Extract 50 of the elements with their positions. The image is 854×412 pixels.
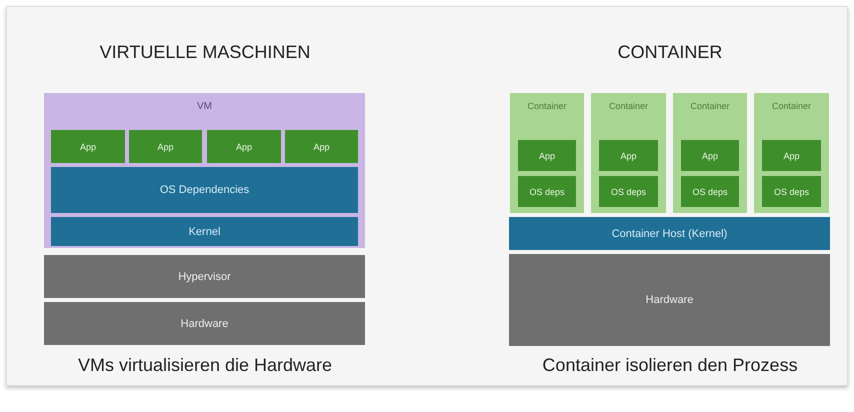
layer-label: OS deps bbox=[774, 186, 810, 196]
layer-label: App bbox=[783, 150, 800, 160]
heading: VIRTUELLE MASCHINEN bbox=[100, 42, 310, 63]
heading: CONTAINER bbox=[618, 42, 722, 63]
container-box bbox=[591, 93, 666, 213]
container-box bbox=[754, 93, 829, 213]
app-block bbox=[681, 176, 739, 207]
layer-label: App bbox=[80, 142, 96, 152]
app-block bbox=[518, 140, 576, 171]
layer-label: App bbox=[538, 150, 555, 160]
hardware-layer bbox=[44, 302, 365, 345]
os-layer bbox=[51, 217, 358, 246]
vm-layer bbox=[44, 93, 365, 248]
layer-label: Hypervisor bbox=[178, 270, 231, 282]
layer-label: App bbox=[313, 142, 330, 152]
app-block bbox=[207, 130, 281, 163]
os-layer bbox=[51, 167, 358, 213]
layer-label: App bbox=[620, 150, 636, 160]
layer-label: Container Host (Kernel) bbox=[612, 228, 728, 240]
caption: VMs virtualisieren die Hardware bbox=[78, 355, 332, 376]
hardware-layer bbox=[44, 255, 365, 298]
app-block bbox=[599, 176, 658, 207]
layer-heading: Container bbox=[689, 101, 731, 111]
app-block bbox=[762, 176, 821, 207]
layer-heading: Container bbox=[526, 101, 568, 111]
app-block bbox=[51, 130, 125, 163]
layer-label: OS Dependencies bbox=[160, 184, 250, 196]
layer-label: OS deps bbox=[610, 186, 646, 196]
layer-label: App bbox=[236, 142, 252, 152]
app-block bbox=[762, 140, 821, 171]
layer-label: OS deps bbox=[692, 186, 728, 196]
layer-label: App bbox=[702, 150, 718, 160]
app-block bbox=[681, 140, 739, 171]
layer-label: Hardware bbox=[180, 318, 228, 330]
caption: Container isolieren den Prozess bbox=[542, 355, 798, 376]
os-layer bbox=[509, 217, 830, 250]
layer-label: App bbox=[157, 142, 174, 152]
app-block bbox=[518, 176, 576, 207]
layer-heading: Container bbox=[770, 101, 812, 111]
layer-label: Hardware bbox=[646, 294, 694, 306]
layer-label: Kernel bbox=[188, 226, 220, 238]
layer-heading: VM bbox=[196, 101, 213, 112]
hardware-layer bbox=[509, 254, 830, 346]
container-box bbox=[510, 93, 584, 213]
app-block bbox=[129, 130, 202, 163]
layer-label: OS deps bbox=[529, 186, 565, 196]
container-box bbox=[673, 93, 747, 213]
app-block bbox=[285, 130, 358, 163]
app-block bbox=[599, 140, 658, 171]
layer-heading: Container bbox=[608, 101, 650, 111]
